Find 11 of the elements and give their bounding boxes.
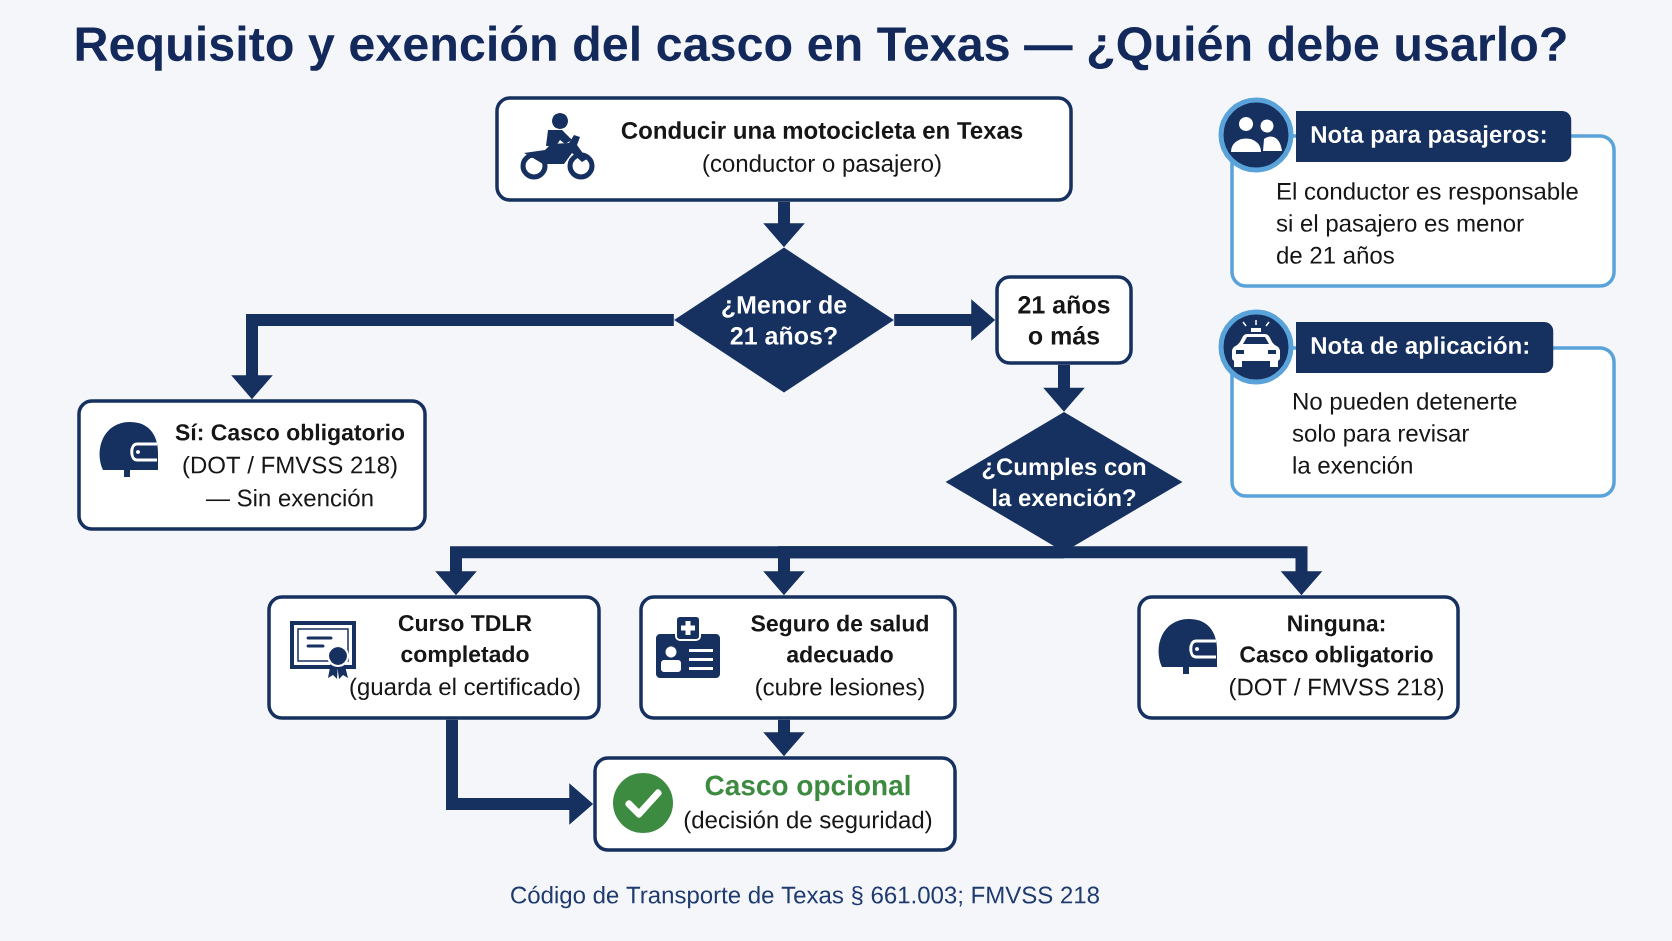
title: Requisito y exención del casco en Texas — ¿Quién debe usarlo?: [76, 25, 1566, 71]
process-box: Ninguna: Casco obligatorio (DOT / FMVSS 218): [1137, 595, 1460, 720]
process-box: Conducir una motocicleta en Texas (conductor o pasajero): [495, 96, 1073, 202]
caption: Código de Transporte de Texas § 661.003; FMVSS 218: [511, 885, 1099, 909]
heading-band: Nota de aplicación:: [1296, 322, 1554, 373]
process-box: 21 años o más: [995, 275, 1133, 365]
process-box: Casco opcional (decisión de seguridad): [593, 756, 957, 852]
process-box: Curso TDLR completado (guarda el certificado): [267, 595, 601, 720]
heading-band: Nota para pasajeros:: [1296, 111, 1572, 162]
process-box: Seguro de salud adecuado (cubre lesiones): [639, 595, 957, 720]
process-box: Sí: Casco obligatorio (DOT / FMVSS 218) — Sin exención: [77, 399, 427, 531]
